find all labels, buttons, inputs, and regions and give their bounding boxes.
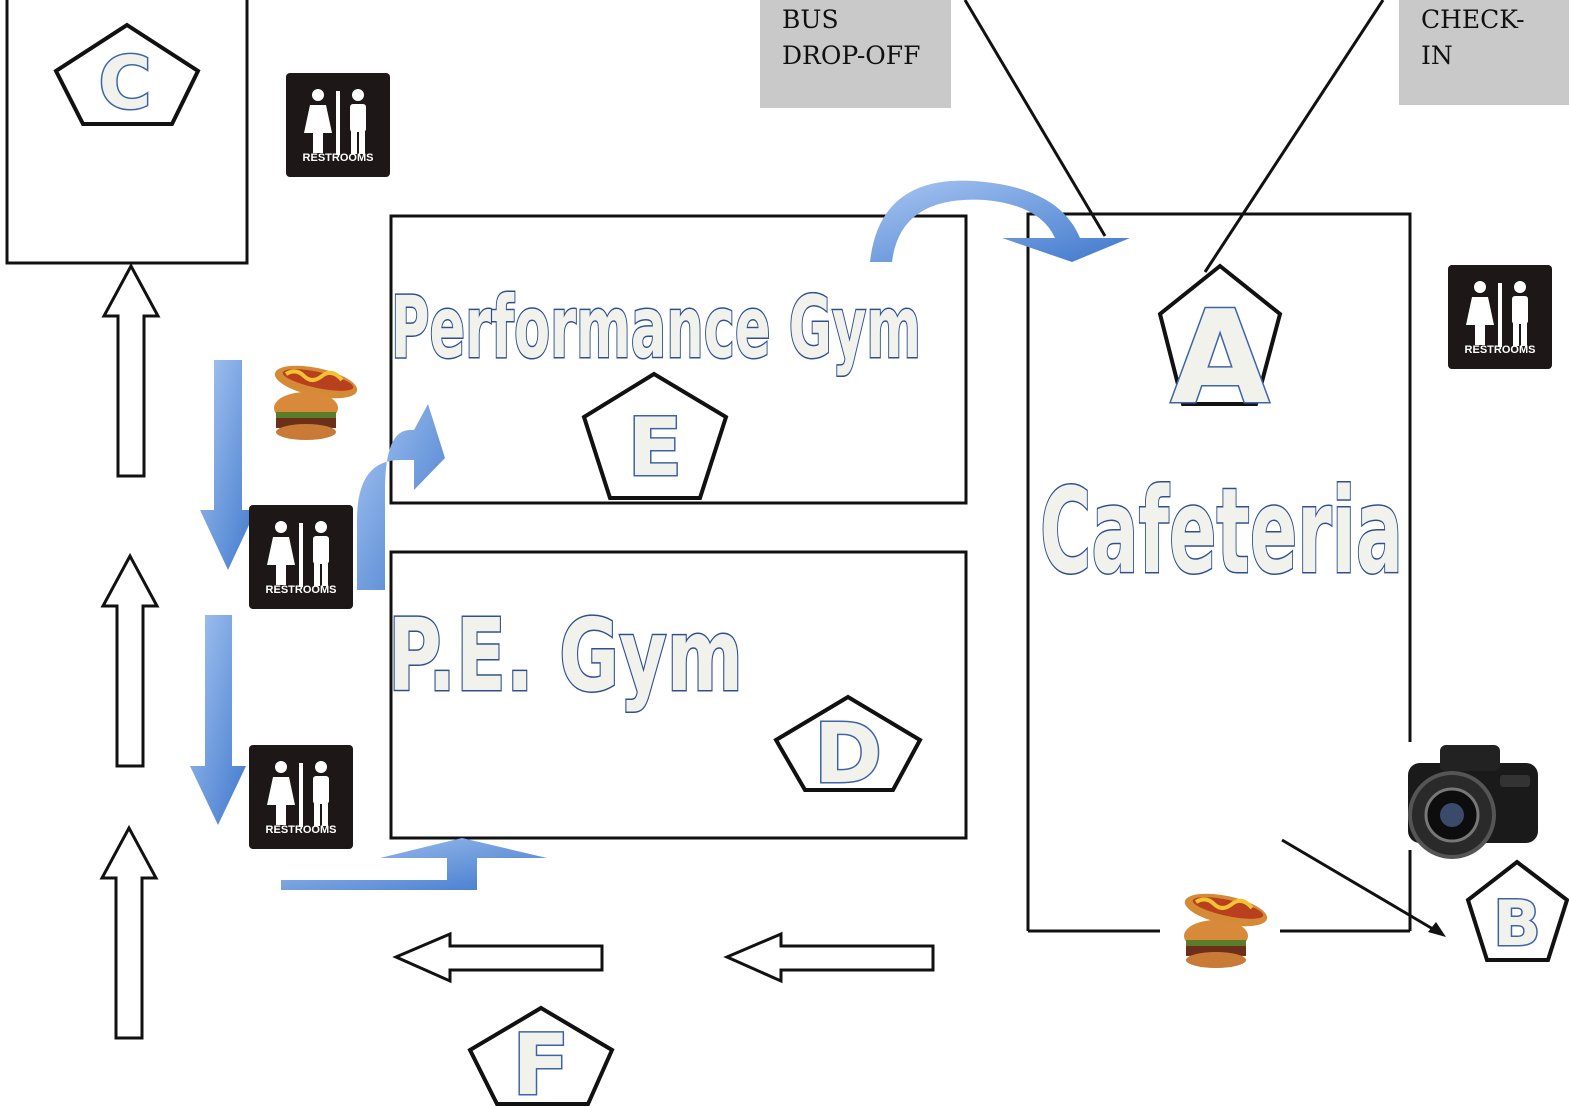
station-a: A <box>1157 263 1283 435</box>
cafeteria-title: Cafeteria <box>1040 462 1403 600</box>
pe-gym-outline <box>389 550 968 840</box>
white-arrow-up-1 <box>102 264 160 478</box>
svg-text:D: D <box>814 707 882 802</box>
svg-text:B: B <box>1493 887 1540 960</box>
white-arrow-up-2 <box>101 554 159 768</box>
bus-dropoff-text: BUS DROP-OFF <box>782 5 921 70</box>
checkin-text: CHECK-IN <box>1421 5 1525 70</box>
station-f: F <box>467 1005 615 1107</box>
svg-text:F: F <box>512 1016 569 1107</box>
checkin-label: CHECK-IN <box>1399 0 1569 105</box>
restroom-sign-label: RESTROOMS <box>265 824 337 836</box>
blue-arrow-into-pe-gym <box>281 838 547 890</box>
svg-text:E: E <box>628 401 683 494</box>
blue-arrow-down-1 <box>200 360 256 570</box>
building-c-outline <box>5 0 249 265</box>
camera-icon <box>1408 745 1538 859</box>
bus-dropoff-pointer <box>963 0 1107 237</box>
restroom-sign-label: RESTROOMS <box>265 584 337 596</box>
station-b: B <box>1465 859 1569 962</box>
blue-arrow-into-performance-gym <box>357 404 445 590</box>
white-arrow-left-1 <box>392 931 604 984</box>
blue-arc-arrow-to-cafeteria <box>870 180 1130 262</box>
performance-gym-outline <box>389 214 968 505</box>
pe-gym-title: P.E. Gym <box>388 597 743 714</box>
station-e: E <box>581 371 729 500</box>
performance-gym-title: Performance Gym <box>391 278 921 378</box>
restroom-sign-label: RESTROOMS <box>302 152 374 164</box>
white-arrow-up-3 <box>100 826 158 1040</box>
food-hotdog-burger-icon <box>1180 885 1272 970</box>
white-arrow-left-2 <box>723 931 935 984</box>
svg-text:C: C <box>99 41 152 125</box>
station-d: D <box>773 694 923 804</box>
blue-arrow-down-2 <box>190 615 246 825</box>
food-hotdog-burger-icon <box>270 357 362 442</box>
cafeteria-outline <box>1026 212 1412 933</box>
arrow-to-b <box>1281 838 1439 934</box>
restroom-sign-label: RESTROOMS <box>1464 344 1536 356</box>
bus-dropoff-label: BUS DROP-OFF <box>760 0 951 108</box>
checkin-pointer <box>1203 0 1385 273</box>
svg-text:A: A <box>1170 284 1269 433</box>
station-c: C <box>53 22 201 127</box>
